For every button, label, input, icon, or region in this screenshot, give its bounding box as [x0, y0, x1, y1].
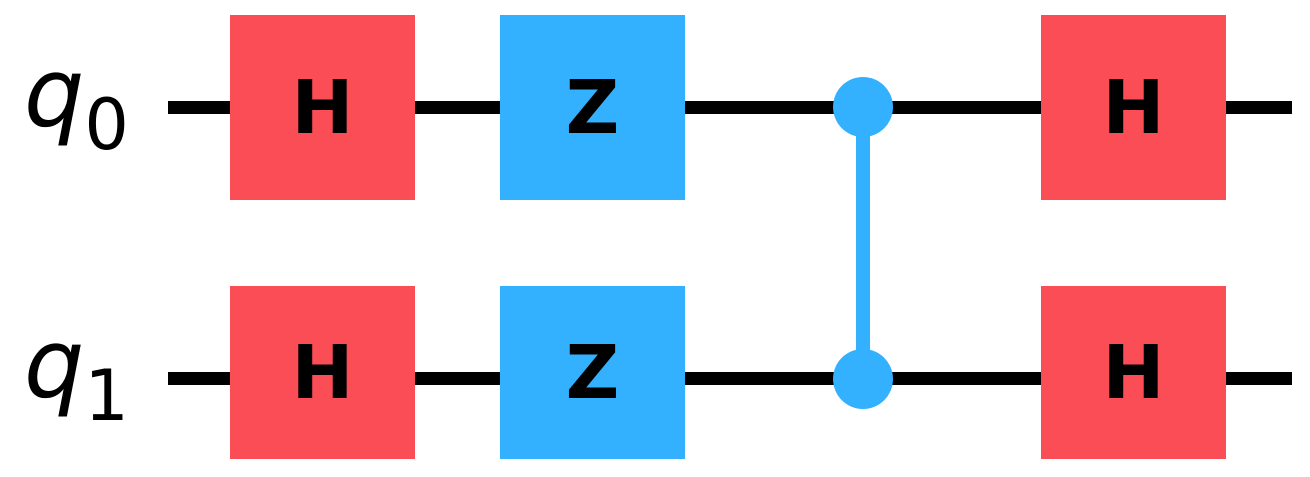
- gate-z-q0-col2: Z: [500, 15, 685, 200]
- qubit-label-q1-base: q: [24, 310, 85, 420]
- gate-h-q0-col4: H: [1041, 15, 1226, 200]
- gate-h-q1-col1-label: H: [291, 329, 354, 416]
- gate-z-q0-col2-label: Z: [565, 64, 620, 151]
- gate-h-q1-col4: H: [1041, 286, 1226, 459]
- cz-connector-line: [856, 107, 870, 379]
- gate-h-q1-col1: H: [230, 286, 415, 459]
- gate-h-q0-col1-label: H: [291, 64, 354, 151]
- cz-control-dot-q1: [833, 349, 893, 409]
- gate-z-q1-col2-label: Z: [565, 329, 620, 416]
- cz-control-dot-q0: [833, 77, 893, 137]
- gate-h-q1-col4-label: H: [1102, 329, 1165, 416]
- qubit-label-q0-subscript: 0: [84, 84, 129, 166]
- qubit-label-q0-base: q: [24, 39, 85, 149]
- gate-z-q1-col2: Z: [500, 286, 685, 459]
- qubit-wire-q1: [168, 372, 1292, 385]
- gate-h-q0-col1: H: [230, 15, 415, 200]
- qubit-label-q1: q1: [24, 318, 129, 432]
- qubit-label-q1-subscript: 1: [84, 355, 129, 437]
- gate-h-q0-col4-label: H: [1102, 64, 1165, 151]
- qubit-wire-q0: [168, 101, 1292, 114]
- qubit-label-q0: q0: [24, 47, 129, 161]
